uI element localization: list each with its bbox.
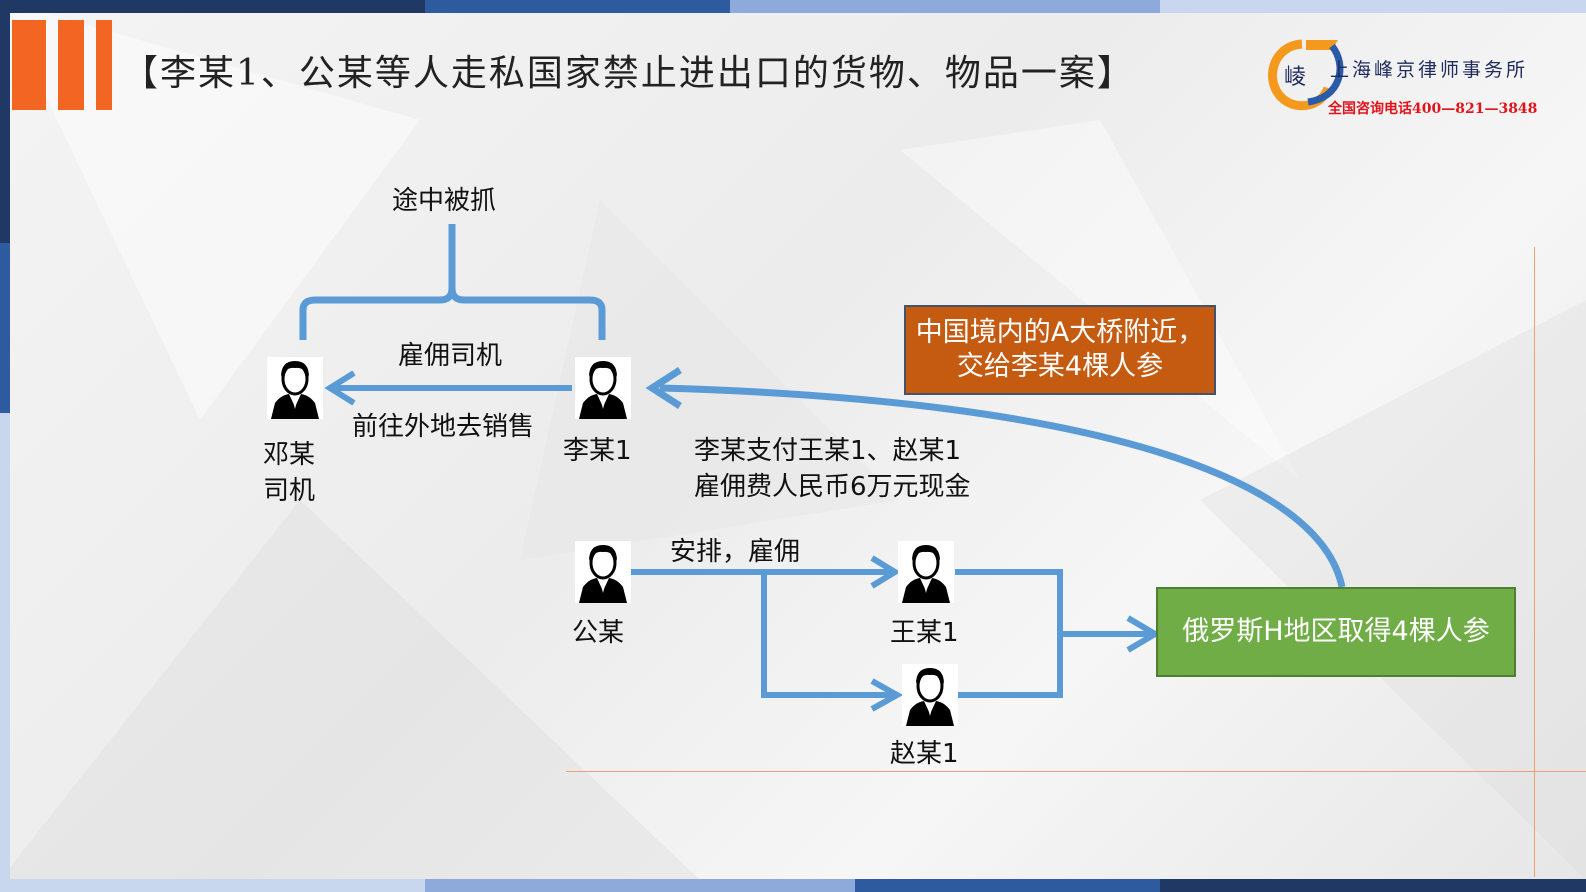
decor-line-horizontal: [566, 771, 1586, 772]
decor-line-vertical: [1534, 247, 1535, 877]
person-deng-role: 司机: [263, 476, 316, 506]
person-icon-li: [575, 357, 631, 419]
handover-line2: 交给李某4棵人参: [956, 351, 1164, 382]
bottom-bar-pale: [0, 879, 425, 892]
bottom-bar-mid: [855, 879, 1160, 892]
top-bar-mid: [425, 0, 730, 13]
arrow-green-to-li: [659, 384, 1346, 588]
handover-line1: 中国境内的A大桥附近，: [915, 317, 1205, 348]
person-icon-deng: [267, 357, 323, 419]
page-title: 【李某1、公某等人走私国家禁止进出口的货物、物品一案】: [122, 53, 1135, 94]
hire-driver-label: 雇佣司机: [398, 341, 503, 371]
arrow-gong-to-zhao: [761, 572, 895, 698]
title-accent-bar-1: [12, 20, 46, 110]
top-bar-dark: [0, 0, 425, 13]
title-accent-bar-3: [96, 20, 112, 110]
person-zhao-name: 赵某1: [890, 739, 959, 769]
firm-name: 上海峰京律师事务所: [1330, 59, 1529, 81]
law-firm-logo: 崚: [1268, 39, 1344, 111]
top-bar-light: [730, 0, 1160, 13]
bottom-bar-light: [425, 879, 855, 892]
top-bar-pale: [1160, 0, 1586, 13]
svg-text:崚: 崚: [1284, 65, 1306, 90]
payment-label-line1: 李某支付王某1、赵某1: [694, 436, 962, 466]
handover-location-box: 中国境内的A大桥附近， 交给李某4棵人参: [904, 305, 1216, 395]
caught-label: 途中被抓: [392, 186, 497, 216]
person-li-name: 李某1: [563, 436, 632, 466]
left-bar-light: [0, 413, 10, 879]
consult-phone: 全国咨询电话400—821—3848: [1328, 101, 1538, 117]
person-deng-name: 邓某: [263, 440, 316, 470]
caught-bracket: [299, 224, 606, 340]
person-icon-gong: [575, 541, 631, 603]
bottom-bar-dark: [1160, 879, 1586, 892]
left-bar-mid: [0, 243, 10, 413]
arrow-merge-to-green: [955, 569, 1063, 698]
title-accent-bar-2: [58, 20, 84, 110]
person-icon-zhao: [902, 664, 958, 726]
go-sell-label: 前往外地去销售: [352, 412, 535, 442]
arrange-label: 安排，雇佣: [670, 537, 801, 567]
person-gong-name: 公某: [572, 618, 625, 648]
source-location-box: 俄罗斯H地区取得4棵人参: [1156, 587, 1516, 677]
person-wang-name: 王某1: [890, 618, 959, 648]
left-bar-dark: [0, 13, 10, 243]
person-icon-wang: [898, 541, 954, 603]
payment-label-line2: 雇佣费人民币6万元现金: [694, 472, 971, 502]
